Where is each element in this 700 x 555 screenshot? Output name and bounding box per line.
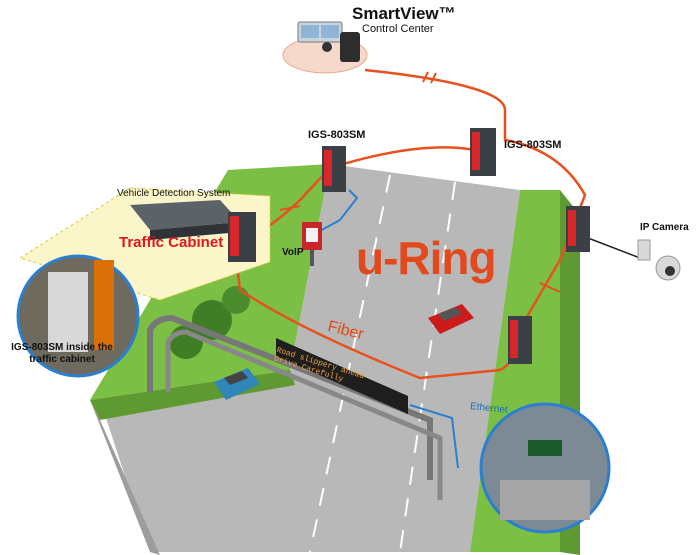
ethernet-line xyxy=(409,404,459,469)
control-center-title: SmartView™ xyxy=(352,4,456,23)
blue-car xyxy=(214,368,260,400)
ip-camera xyxy=(637,239,681,281)
control-center-subtitle: Control Center xyxy=(362,23,434,35)
fiber-break xyxy=(539,282,561,293)
igs-label-top-right: IGS-803SM xyxy=(504,139,562,151)
cabinet-photo-caption: IGS-803SM inside the traffic cabinet xyxy=(11,342,113,365)
message-board xyxy=(276,338,408,414)
road-side-left xyxy=(90,400,160,555)
igs-switch-top-right xyxy=(470,128,496,176)
ethernet-line xyxy=(587,237,641,259)
tree xyxy=(222,286,250,314)
voip-label: VoIP xyxy=(282,247,304,258)
gantry xyxy=(147,314,443,500)
red-car xyxy=(428,304,474,334)
igs-switch-top-left xyxy=(322,146,346,192)
voip-phone-box xyxy=(302,222,322,266)
control-center xyxy=(282,21,368,74)
vehicle-detection-switch xyxy=(130,200,240,240)
igs-switch-bottom-right xyxy=(508,316,532,364)
fiber-break xyxy=(422,71,429,83)
vehicle-detection-label: Vehicle Detection System xyxy=(117,188,231,199)
igs-label-top-left: IGS-803SM xyxy=(308,129,366,141)
traffic-cabinet-label: Traffic Cabinet xyxy=(119,234,224,251)
fiber-break xyxy=(430,72,437,84)
ring-title: u-Ring xyxy=(356,232,497,284)
ip-camera-label: IP Camera xyxy=(640,222,689,233)
ethernet-line xyxy=(317,189,359,233)
lane-line xyxy=(309,174,391,553)
fiber-break xyxy=(279,205,301,211)
igs-switch-cabinet xyxy=(228,212,256,262)
igs-switch-right xyxy=(566,206,590,252)
